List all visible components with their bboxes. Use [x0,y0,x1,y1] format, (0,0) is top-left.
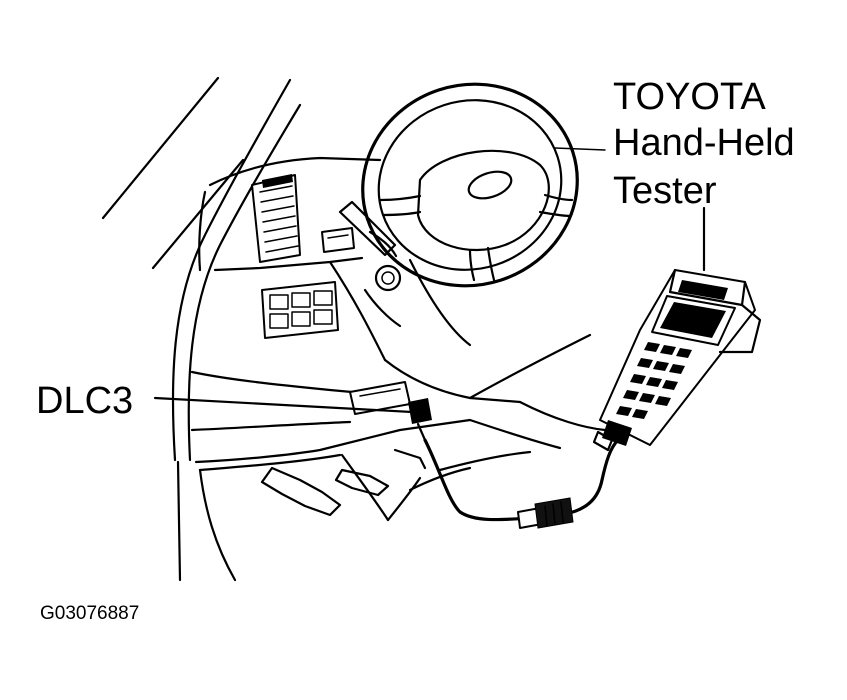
dashboard-body [190,156,607,582]
tester-cable [423,438,620,529]
hand-held-tester [592,206,762,452]
tester-label-line-3: Tester [613,170,717,212]
dlc3-label: DLC3 [36,380,134,422]
steering-column [338,200,472,347]
tester-label-line-2: Hand-Held [613,122,795,164]
steering-wheel [361,82,606,288]
tester-label-line-1: TOYOTA [613,76,766,118]
air-vent [251,174,301,263]
switch-panel [261,227,355,339]
keypad [616,342,692,419]
dlc3-connector [153,381,432,442]
a-pillar [101,76,302,582]
figure-code: G03076887 [40,603,140,624]
